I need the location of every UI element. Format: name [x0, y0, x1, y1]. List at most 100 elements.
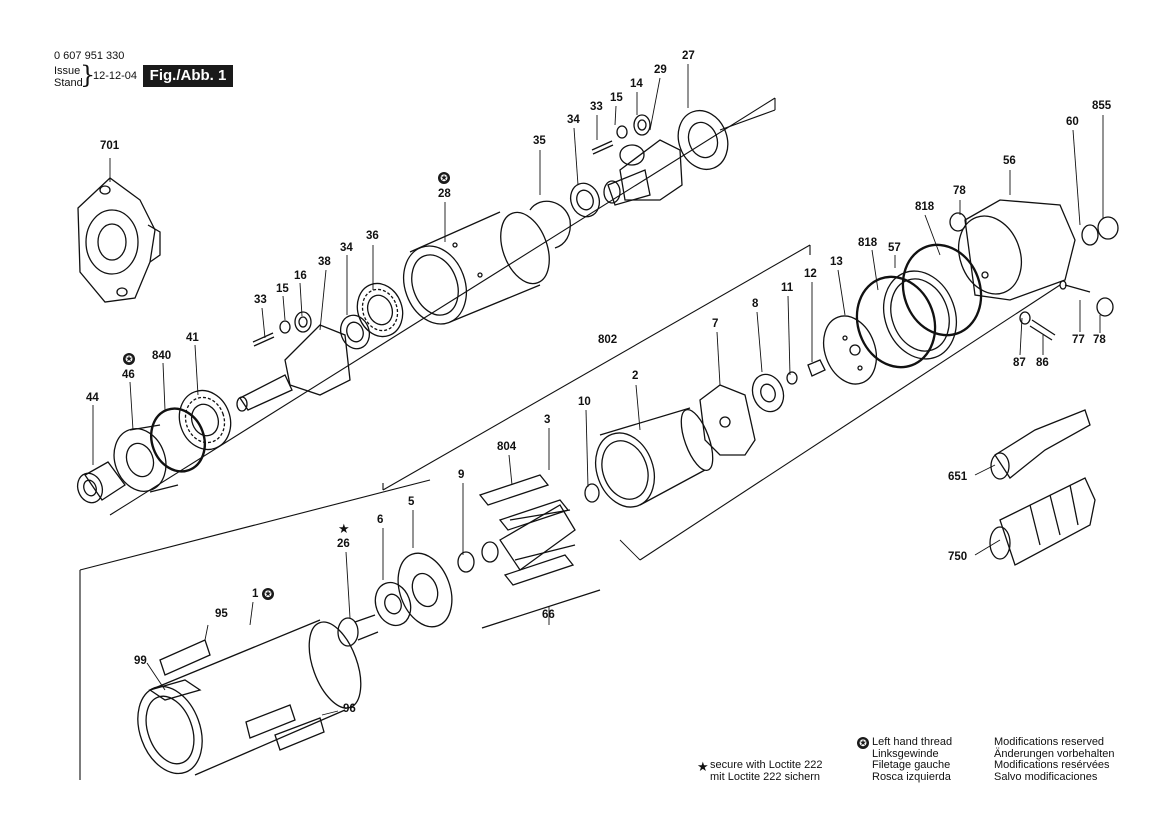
part-number-41: 41: [186, 332, 199, 344]
ring-part-87: [1019, 311, 1031, 325]
part-number-44: 44: [86, 392, 99, 404]
label-part-95: [159, 639, 211, 676]
ring-part-855: [1097, 216, 1119, 240]
bearing-part-8: [751, 373, 785, 413]
o-ring-part-818a: [855, 275, 937, 369]
o-ring-part-840: [150, 407, 206, 473]
washer-part-27: [677, 109, 729, 171]
hose-fitting-part-651: [990, 409, 1091, 480]
part-number-77: 77: [1072, 334, 1085, 346]
part-number-78-lower: 78: [1093, 334, 1106, 346]
left-hand-thread-icon: ✪: [262, 588, 274, 600]
planet-carrier-part-29: [603, 139, 683, 206]
ring-gear-part-28: [403, 211, 550, 325]
lh-note-en: Left hand thread: [872, 736, 953, 748]
left-hand-thread-icon: ✪: [857, 737, 869, 749]
mod-note-fr: Modifications resérvées: [994, 759, 1110, 771]
stand-label: Stand: [54, 77, 83, 89]
end-plate-part-7: [699, 384, 756, 456]
mod-note-de: Änderungen vorbehalten: [994, 747, 1115, 760]
part-number-12: 12: [804, 268, 817, 280]
ring-part-34b: [339, 314, 371, 350]
issue-date: 12-12-04: [93, 70, 138, 82]
plug-part-78a: [949, 212, 967, 232]
part-number-1: 1: [252, 588, 259, 600]
issue-label-block: Issue Stand: [54, 65, 83, 89]
part-number-2: 2: [632, 370, 639, 382]
part-number-87: 87: [1013, 357, 1026, 369]
circlip-part-35: [529, 200, 571, 249]
part-number-804: 804: [497, 441, 517, 453]
issue-label: Issue: [54, 65, 81, 77]
left-hand-thread-icon: ✪: [123, 353, 135, 365]
part-number-95: 95: [215, 608, 228, 620]
pin-part-33b: [252, 332, 275, 347]
figure-label: Fig./Abb. 1: [143, 65, 233, 87]
part-number-86: 86: [1036, 357, 1049, 369]
part-number-56: 56: [1003, 155, 1016, 167]
left-hand-thread-note: Left hand thread Linksgewinde Filetage g…: [872, 736, 982, 783]
part-number-78: 78: [953, 185, 966, 197]
gear-part-26: [337, 614, 379, 647]
part-number-750: 750: [948, 551, 968, 563]
part-number-34-lower: 34: [340, 242, 353, 254]
screw-part-77: [1059, 280, 1091, 293]
part-number-840: 840: [152, 350, 172, 362]
part-number-818-lower: 818: [858, 237, 878, 249]
part-number-855: 855: [1092, 100, 1112, 112]
part-number-35: 35: [533, 135, 546, 147]
part-number-96: 96: [343, 703, 356, 715]
washer-part-11: [786, 371, 798, 385]
flange-part-701: [77, 177, 161, 303]
rotor-part-3: [481, 504, 576, 571]
washer-part-15a: [616, 125, 628, 139]
ring-part-34a: [569, 182, 601, 218]
part-number-57: 57: [888, 242, 901, 254]
blades-part-804: [478, 474, 575, 586]
pin-part-33a: [591, 140, 614, 155]
leader-lines: [92, 64, 1104, 716]
washer-part-15b: [279, 320, 291, 334]
housing-part-1: [137, 619, 362, 776]
part-number-5: 5: [408, 496, 415, 508]
brace-symbol: }: [80, 61, 96, 89]
part-number-29: 29: [654, 64, 667, 76]
spindle-part-38: [236, 324, 351, 412]
part-number-66: 66: [542, 609, 555, 621]
part-number-14: 14: [630, 78, 643, 90]
part-number-33: 33: [590, 101, 603, 113]
part-number-26: 26: [337, 538, 350, 550]
part-number-9: 9: [458, 469, 465, 481]
loctite-star-icon: ★: [338, 521, 350, 536]
part-number-6: 6: [377, 514, 384, 526]
washer-part-9: [457, 551, 475, 573]
part-number-36: 36: [366, 230, 379, 242]
part-number-13: 13: [830, 256, 843, 268]
bearing-part-41: [178, 389, 232, 451]
mod-note-es: Salvo modificaciones: [994, 770, 1098, 783]
part-number-15: 15: [610, 92, 623, 104]
part-number-15-lower: 15: [276, 283, 289, 295]
gear-part-16: [294, 311, 312, 333]
part-number-701: 701: [100, 140, 120, 152]
cylinder-part-2: [595, 407, 714, 508]
bearing-part-6: [374, 581, 412, 627]
part-number-33-lower: 33: [254, 294, 267, 306]
part-number-651: 651: [948, 471, 968, 483]
label-part-96: [274, 717, 325, 751]
document-number: 0 607 951 330: [54, 50, 125, 62]
part-number-8: 8: [752, 298, 759, 310]
part-number-3: 3: [544, 414, 551, 426]
nut-part-44: [76, 461, 126, 504]
lh-note-es: Rosca izquierda: [872, 770, 951, 783]
washer-part-10: [584, 483, 600, 503]
part-number-38: 38: [318, 256, 331, 268]
spring-screw-part-86: [1029, 319, 1056, 341]
part-number-34: 34: [567, 114, 580, 126]
lh-note-fr: Filetage gauche: [872, 759, 951, 771]
label-part-99: [148, 679, 202, 701]
left-hand-thread-icon: ✪: [438, 172, 450, 184]
gear-part-14: [633, 114, 651, 136]
part-number-60: 60: [1066, 116, 1079, 128]
